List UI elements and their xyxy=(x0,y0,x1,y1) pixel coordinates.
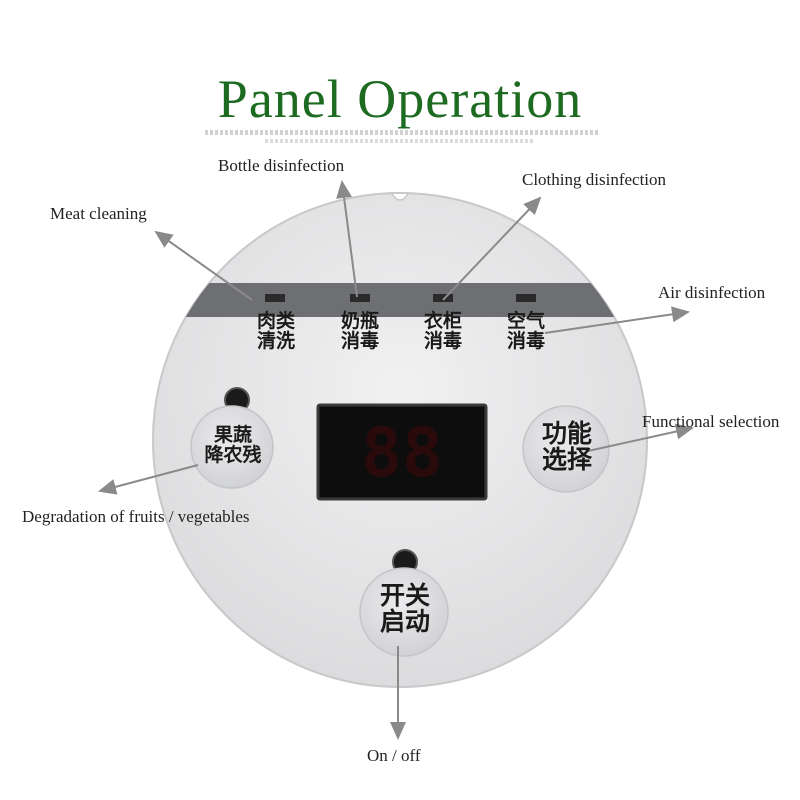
arrow-air xyxy=(544,306,690,334)
page-title: Panel Operation xyxy=(217,69,583,129)
led-air xyxy=(516,294,536,302)
led-meat xyxy=(265,294,285,302)
function-select-button[interactable]: 功能 选择 xyxy=(528,419,606,475)
led-clothing xyxy=(433,294,453,302)
callout-bottle-disinfection: Bottle disinfection xyxy=(218,156,345,175)
air-label-line2: 消毒 xyxy=(506,329,545,352)
panel-notch xyxy=(391,193,409,201)
callout-on-off: On / off xyxy=(367,746,421,765)
air-label-line1: 空气 xyxy=(506,310,545,332)
fruits-button-line2: 降农残 xyxy=(204,443,262,466)
arrow-meat xyxy=(154,230,253,301)
digital-display xyxy=(316,403,488,501)
fruits-button-line1: 果蔬 xyxy=(213,424,252,446)
callout-fruits-vegetables: Degradation of fruits / vegetables xyxy=(22,507,250,526)
clothing-label: 衣柜 消毒 xyxy=(417,310,469,352)
fruits-button-shape xyxy=(190,405,274,489)
callout-functional-selection: Functional selection xyxy=(642,412,780,431)
display-digits: 88 xyxy=(361,414,443,493)
callout-meat-cleaning: Meat cleaning xyxy=(50,204,147,223)
power-button[interactable]: 开关 启动 xyxy=(366,581,444,637)
meat-label-line1: 肉类 xyxy=(256,310,295,332)
power-button-line2: 启动 xyxy=(379,607,430,637)
function-button-line2: 选择 xyxy=(541,445,592,475)
function-button-shape xyxy=(522,405,610,493)
arrow-bottle xyxy=(336,180,358,298)
meat-label-line2: 清洗 xyxy=(256,329,295,352)
function-button-line1: 功能 xyxy=(541,419,592,448)
fruits-button[interactable]: 果蔬 降农残 xyxy=(196,424,270,466)
callout-air-disinfection: Air disinfection xyxy=(658,283,766,302)
clothing-label-line2: 消毒 xyxy=(423,329,462,352)
meat-label: 肉类 清洗 xyxy=(250,310,302,352)
subtitle-decoration xyxy=(205,130,600,135)
arrow-function xyxy=(587,423,694,452)
callout-clothing-disinfection: Clothing disinfection xyxy=(522,170,667,189)
bottle-label-line1: 奶瓶 xyxy=(340,310,379,332)
power-button-line1: 开关 xyxy=(379,581,430,610)
clothing-label-line1: 衣柜 xyxy=(423,310,462,332)
bottle-label-line2: 消毒 xyxy=(340,329,379,352)
bottle-label: 奶瓶 消毒 xyxy=(334,310,386,352)
arrow-clothing xyxy=(442,196,542,301)
led-bottle xyxy=(350,294,370,302)
power-button-shape xyxy=(359,567,449,657)
arrow-fruits xyxy=(98,464,199,495)
mode-band xyxy=(153,283,647,317)
air-label: 空气 消毒 xyxy=(500,310,552,352)
subtitle-decoration-2 xyxy=(265,139,535,143)
